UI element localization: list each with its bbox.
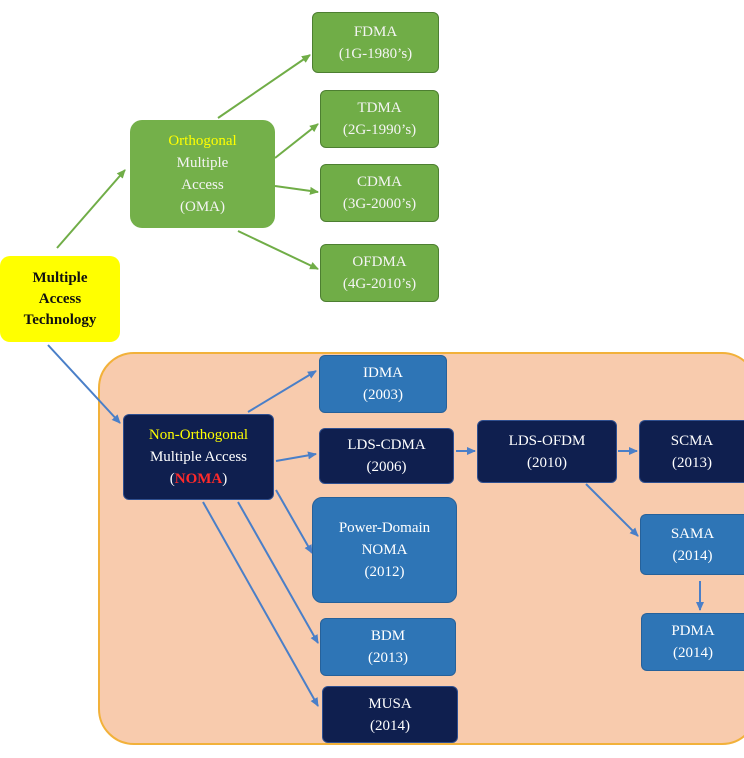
- node-tdma: TDMA (2G-1990’s): [320, 90, 439, 148]
- oma-line-2: Access: [181, 177, 224, 193]
- musa-name: MUSA: [368, 695, 412, 712]
- arrow-root-to-oma: [56, 169, 126, 249]
- node-oma: Orthogonal Multiple Access (OMA): [130, 120, 275, 228]
- tdma-sub: (2G-1990’s): [342, 122, 417, 138]
- node-noma: Non-Orthogonal Multiple Access (NOMA): [123, 414, 274, 500]
- pdnoma-line-1: Power-Domain: [338, 520, 431, 536]
- bdm-name: BDM: [370, 628, 406, 644]
- cdma-name: CDMA: [356, 174, 402, 190]
- idma-name: IDMA: [363, 365, 403, 381]
- arrow-root-to-noma: [47, 344, 121, 424]
- pdnoma-line-3: (2012): [364, 564, 405, 580]
- arrow-noma-to-pdnoma: [275, 489, 313, 554]
- arrow-oma-to-tdma: [274, 123, 319, 159]
- bdm-sub: (2013): [368, 650, 408, 666]
- noma-acronym: NOMA: [174, 471, 223, 487]
- arrow-oma-to-fdma: [217, 54, 311, 119]
- node-bdm: BDM (2013): [320, 618, 456, 676]
- node-multiple-access-technology: Multiple Access Technology: [0, 256, 120, 342]
- pdma-name: PDMA: [671, 623, 715, 639]
- node-power-domain-noma: Power-Domain NOMA (2012): [312, 497, 457, 603]
- ldsofdm-name: LDS-OFDM: [508, 432, 586, 449]
- arrow-noma-to-musa: [202, 501, 319, 707]
- node-lds-ofdm: LDS-OFDM (2010): [477, 420, 617, 483]
- root-line-3: Technology: [23, 311, 97, 328]
- arrow-ldsofdm-to-sama: [585, 483, 639, 537]
- sama-sub: (2014): [672, 547, 713, 564]
- arrow-noma-to-idma: [247, 370, 317, 413]
- idma-sub: (2003): [363, 387, 403, 403]
- sama-name: SAMA: [670, 525, 715, 542]
- ldscdma-name: LDS-CDMA: [347, 437, 426, 453]
- oma-line-1: Multiple: [176, 155, 229, 171]
- oma-highlight: Orthogonal: [168, 133, 237, 149]
- pdma-sub: (2014): [673, 645, 713, 661]
- pdnoma-line-2: NOMA: [361, 542, 408, 558]
- node-musa: MUSA (2014): [322, 686, 458, 743]
- noma-paren-close: ): [222, 471, 228, 487]
- ofdma-sub: (4G-2010’s): [342, 276, 417, 292]
- tdma-name: TDMA: [357, 100, 402, 116]
- fdma-sub: (1G-1980’s): [338, 45, 413, 62]
- cdma-sub: (3G-2000’s): [342, 196, 417, 212]
- noma-line-3: (NOMA): [170, 468, 228, 490]
- arrow-noma-to-ldscdma: [275, 451, 317, 462]
- fdma-name: FDMA: [353, 23, 398, 40]
- node-idma: IDMA (2003): [319, 355, 447, 413]
- arrow-oma-to-cdma: [274, 185, 319, 195]
- noma-highlight: Non-Orthogonal: [148, 427, 249, 443]
- ldscdma-sub: (2006): [366, 459, 407, 475]
- node-lds-cdma: LDS-CDMA (2006): [319, 428, 454, 484]
- scma-name: SCMA: [670, 432, 714, 449]
- node-fdma: FDMA (1G-1980’s): [312, 12, 439, 73]
- ldsofdm-sub: (2010): [527, 454, 567, 471]
- ofdma-name: OFDMA: [352, 254, 407, 270]
- root-line-1: Multiple: [32, 269, 88, 286]
- oma-line-3: (OMA): [180, 199, 225, 215]
- noma-paren-open: (: [169, 471, 175, 487]
- arrow-noma-to-bdm: [237, 501, 319, 644]
- scma-sub: (2013): [672, 454, 712, 471]
- node-scma: SCMA (2013): [639, 420, 744, 483]
- arrow-oma-to-ofdma: [237, 230, 319, 270]
- noma-line-2: Multiple Access: [149, 449, 248, 465]
- node-sama: SAMA (2014): [640, 514, 744, 575]
- musa-sub: (2014): [370, 717, 410, 734]
- node-pdma: PDMA (2014): [641, 613, 744, 671]
- node-cdma: CDMA (3G-2000’s): [320, 164, 439, 222]
- node-ofdma: OFDMA (4G-2010’s): [320, 244, 439, 302]
- root-line-2: Access: [38, 290, 82, 307]
